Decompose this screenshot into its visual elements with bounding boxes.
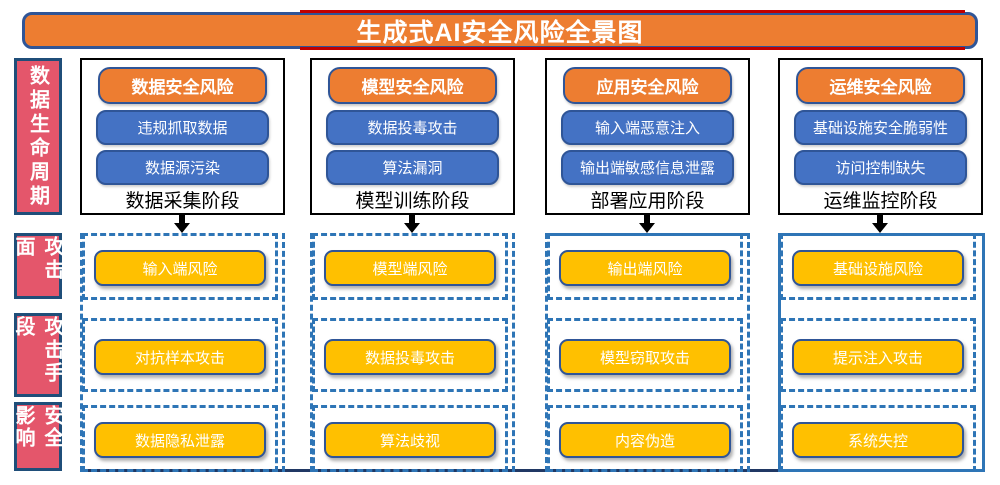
grid-cell: 内容伪造 [547, 405, 743, 472]
grid-cell: 数据投毒攻击 [312, 318, 508, 392]
category-pill: 运维安全风险 [796, 67, 965, 104]
down-arrow-icon [872, 214, 888, 233]
down-arrow-icon [404, 214, 420, 233]
risk-pill: 数据投毒攻击 [326, 110, 499, 145]
attack-surface-node: 模型端风险 [324, 250, 496, 286]
stage-box-data-security: 数据安全风险 违规抓取数据 数据源污染 数据采集阶段 [80, 58, 285, 215]
attack-method-node: 提示注入攻击 [792, 339, 964, 375]
category-pill: 应用安全风险 [563, 67, 732, 104]
impact-node: 数据隐私泄露 [94, 422, 266, 458]
category-pill: 数据安全风险 [98, 67, 267, 104]
impact-node: 算法歧视 [324, 422, 496, 458]
grid-cell: 输入端风险 [82, 233, 278, 300]
stage-label: 部署应用阶段 [590, 191, 705, 212]
stage-box-ops-security: 运维安全风险 基础设施安全脆弱性 访问控制缺失 运维监控阶段 [778, 58, 983, 215]
attack-method-node: 模型窃取攻击 [559, 339, 731, 375]
row-label-attack-surface: 攻击面 [12, 233, 63, 299]
down-arrow-icon [639, 214, 655, 233]
grid-cell: 输出端风险 [547, 233, 743, 300]
grid-cell: 算法歧视 [312, 405, 508, 472]
down-arrow-icon [174, 214, 190, 233]
risk-pill: 访问控制缺失 [794, 150, 967, 185]
grid-cell: 模型端风险 [312, 233, 508, 300]
risk-pill: 输出端敏感信息泄露 [561, 150, 734, 185]
attack-method-node: 对抗样本攻击 [94, 339, 266, 375]
grid-bottom-line [80, 469, 985, 472]
attack-surface-node: 输入端风险 [94, 250, 266, 286]
impact-node: 系统失控 [792, 422, 964, 458]
row-label-impact: 安全影响 [12, 402, 63, 471]
risk-pill: 数据源污染 [96, 150, 269, 185]
grid-cell: 对抗样本攻击 [82, 318, 278, 392]
grid-cell: 提示注入攻击 [780, 318, 976, 392]
risk-pill: 违规抓取数据 [96, 110, 269, 145]
column-lane [80, 233, 285, 472]
column-lane [545, 233, 750, 472]
risk-pill: 算法漏洞 [326, 150, 499, 185]
grid-cell: 数据隐私泄露 [82, 405, 278, 472]
grid-cell: 模型窃取攻击 [547, 318, 743, 392]
title-banner: 生成式AI安全风险全景图 [22, 12, 978, 49]
risk-pill: 基础设施安全脆弱性 [794, 110, 967, 145]
risk-pill: 输入端恶意注入 [561, 110, 734, 145]
attack-surface-node: 基础设施风险 [792, 250, 964, 286]
row-label-lifecycle: 数据生命周期 [14, 58, 62, 215]
page-title: 生成式AI安全风险全景图 [356, 18, 644, 47]
stage-box-app-security: 应用安全风险 输入端恶意注入 输出端敏感信息泄露 部署应用阶段 [545, 58, 750, 215]
stage-box-model-security: 模型安全风险 数据投毒攻击 算法漏洞 模型训练阶段 [310, 58, 515, 215]
stage-label: 数据采集阶段 [125, 191, 240, 212]
grid-cell: 基础设施风险 [780, 233, 976, 300]
column-lane [310, 233, 515, 472]
stage-label: 运维监控阶段 [823, 191, 938, 212]
category-pill: 模型安全风险 [328, 67, 497, 104]
attack-surface-node: 输出端风险 [559, 250, 731, 286]
stage-label: 模型训练阶段 [355, 191, 470, 212]
row-label-attack-method: 攻击手段 [12, 313, 63, 397]
grid-cell: 系统失控 [780, 405, 976, 472]
impact-node: 内容伪造 [559, 422, 731, 458]
attack-method-node: 数据投毒攻击 [324, 339, 496, 375]
